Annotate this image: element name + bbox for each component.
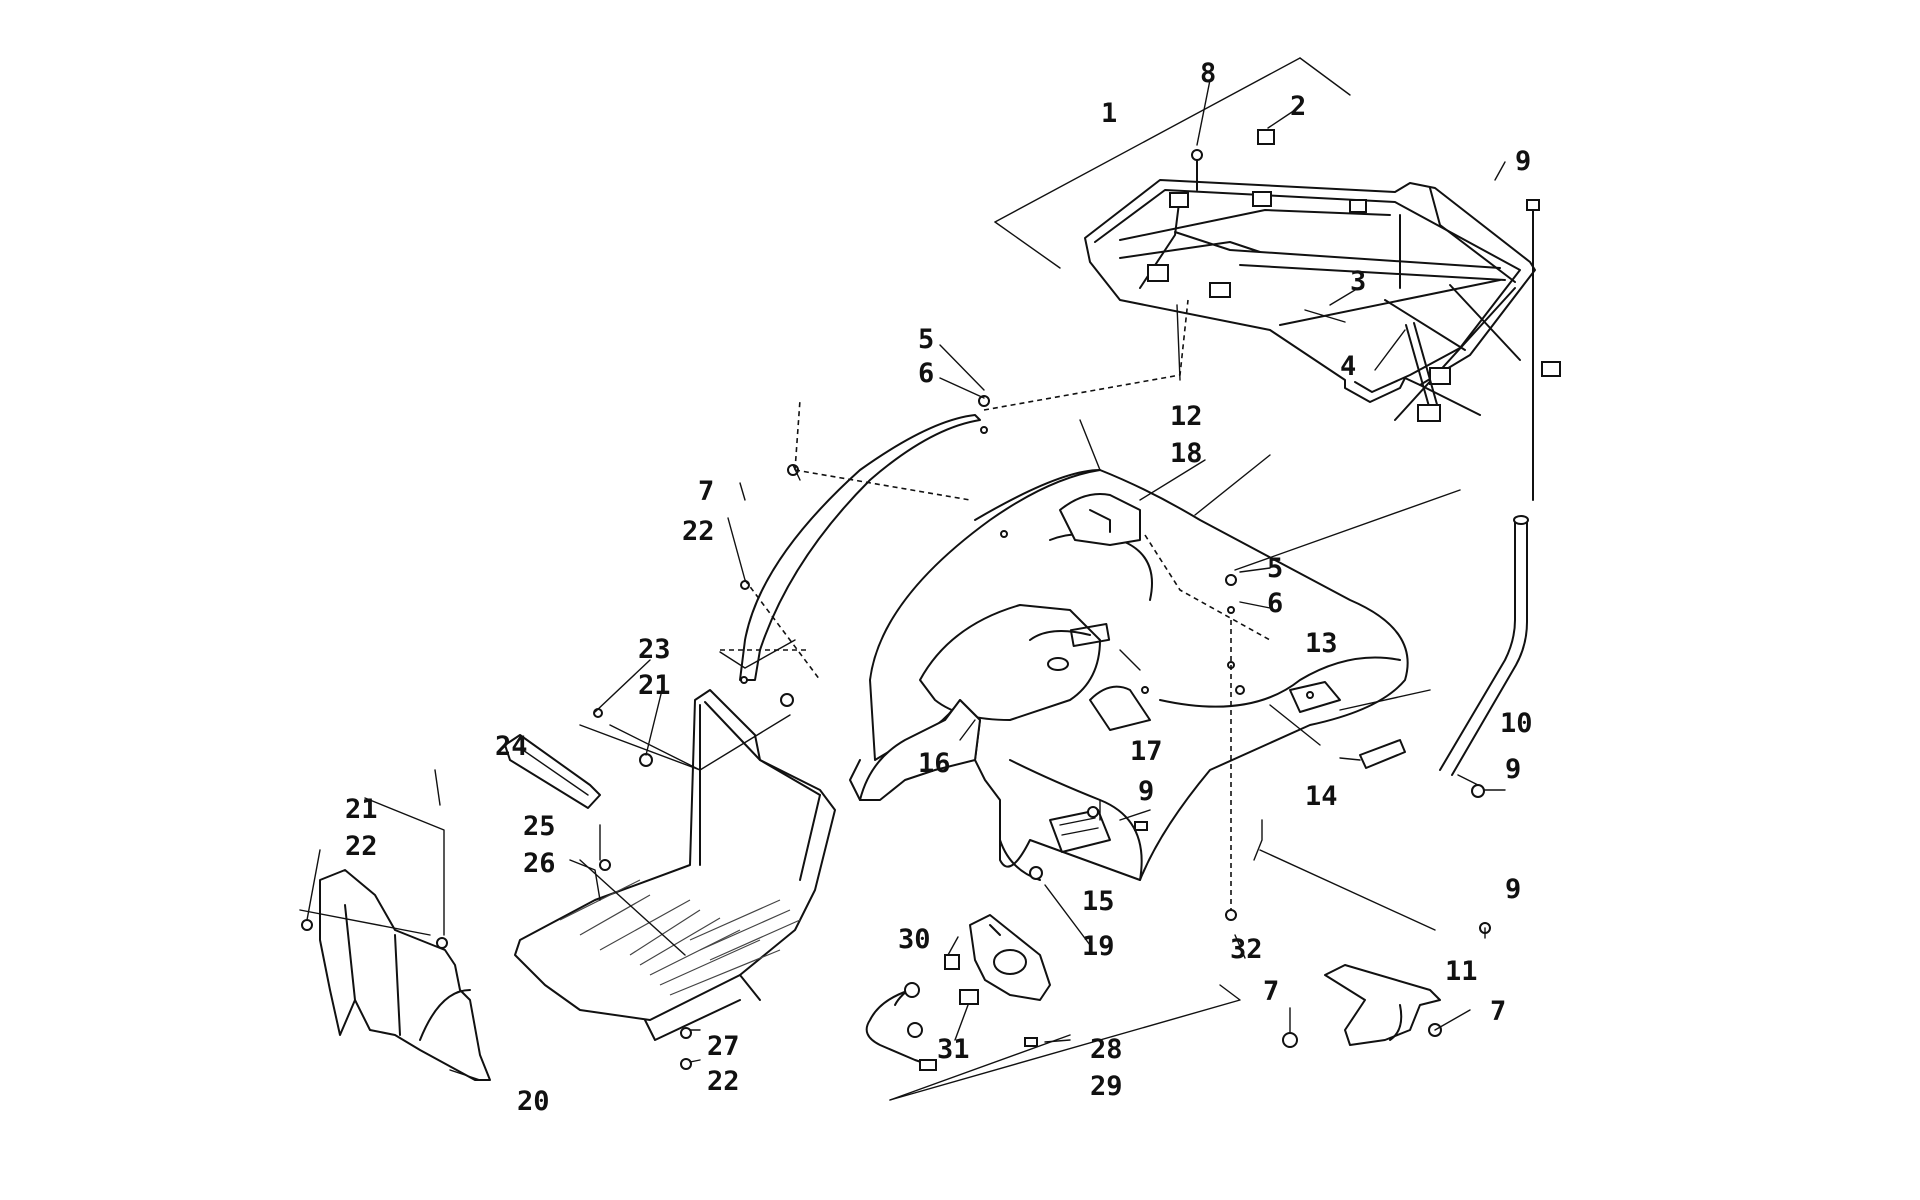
callout-24: 24 (495, 731, 528, 762)
callout-4: 4 (1340, 351, 1356, 382)
callout-20: 20 (517, 1086, 550, 1117)
callout-11: 11 (1445, 956, 1478, 987)
callout-26: 26 (523, 848, 556, 879)
bracket-11 (1324, 964, 1441, 1046)
callout-1: 1 (1101, 98, 1117, 129)
callout-8: 8 (1200, 58, 1216, 89)
footrest (514, 689, 836, 1041)
callout-14: 14 (1305, 781, 1338, 812)
callout-15: 15 (1082, 886, 1115, 917)
callout-22c: 22 (707, 1066, 740, 1097)
rear-rack (994, 57, 1561, 422)
callout-10: 10 (1500, 708, 1533, 739)
callout-30: 30 (898, 924, 931, 955)
callout-13: 13 (1305, 628, 1338, 659)
callout-21: 21 (638, 670, 671, 701)
callout-12: 12 (1170, 401, 1203, 432)
callout-9: 9 (1515, 146, 1531, 177)
callout-2: 2 (1290, 91, 1306, 122)
callout-7c: 7 (1490, 996, 1506, 1027)
callout-9b: 9 (1138, 776, 1154, 807)
splash-guard (319, 869, 491, 1081)
callout-21b: 21 (345, 794, 378, 825)
bracket-24 (504, 734, 601, 809)
hardware (301, 129, 1540, 1070)
callout-17: 17 (1130, 736, 1163, 767)
callout-labels: 1 8 2 9 3 4 5 6 12 18 7 22 5 6 13 23 21 … (345, 58, 1533, 1117)
callout-22b: 22 (345, 831, 378, 862)
leader-lines (299, 79, 1506, 1081)
callout-22: 22 (682, 516, 715, 547)
callout-6: 6 (918, 358, 934, 389)
callout-6b: 6 (1267, 588, 1283, 619)
callout-9c: 9 (1505, 754, 1521, 785)
callout-27: 27 (707, 1031, 740, 1062)
taillight-assembly (865, 914, 1241, 1101)
callout-31: 31 (937, 1034, 970, 1065)
rear-fender (849, 469, 1409, 881)
fender-flare (739, 414, 981, 681)
callout-32: 32 (1230, 934, 1263, 965)
callout-16: 16 (918, 748, 951, 779)
callout-3: 3 (1350, 266, 1366, 297)
callout-7: 7 (698, 476, 714, 507)
callout-19: 19 (1082, 931, 1115, 962)
callout-7b: 7 (1263, 976, 1279, 1007)
callout-5: 5 (918, 324, 934, 355)
callout-28: 28 (1090, 1034, 1123, 1065)
handle-10 (1439, 515, 1529, 776)
callout-5b: 5 (1267, 553, 1283, 584)
callout-9d: 9 (1505, 874, 1521, 905)
callout-29: 29 (1090, 1071, 1123, 1102)
callout-23: 23 (638, 634, 671, 665)
callout-25: 25 (523, 811, 556, 842)
callout-18: 18 (1170, 438, 1203, 469)
